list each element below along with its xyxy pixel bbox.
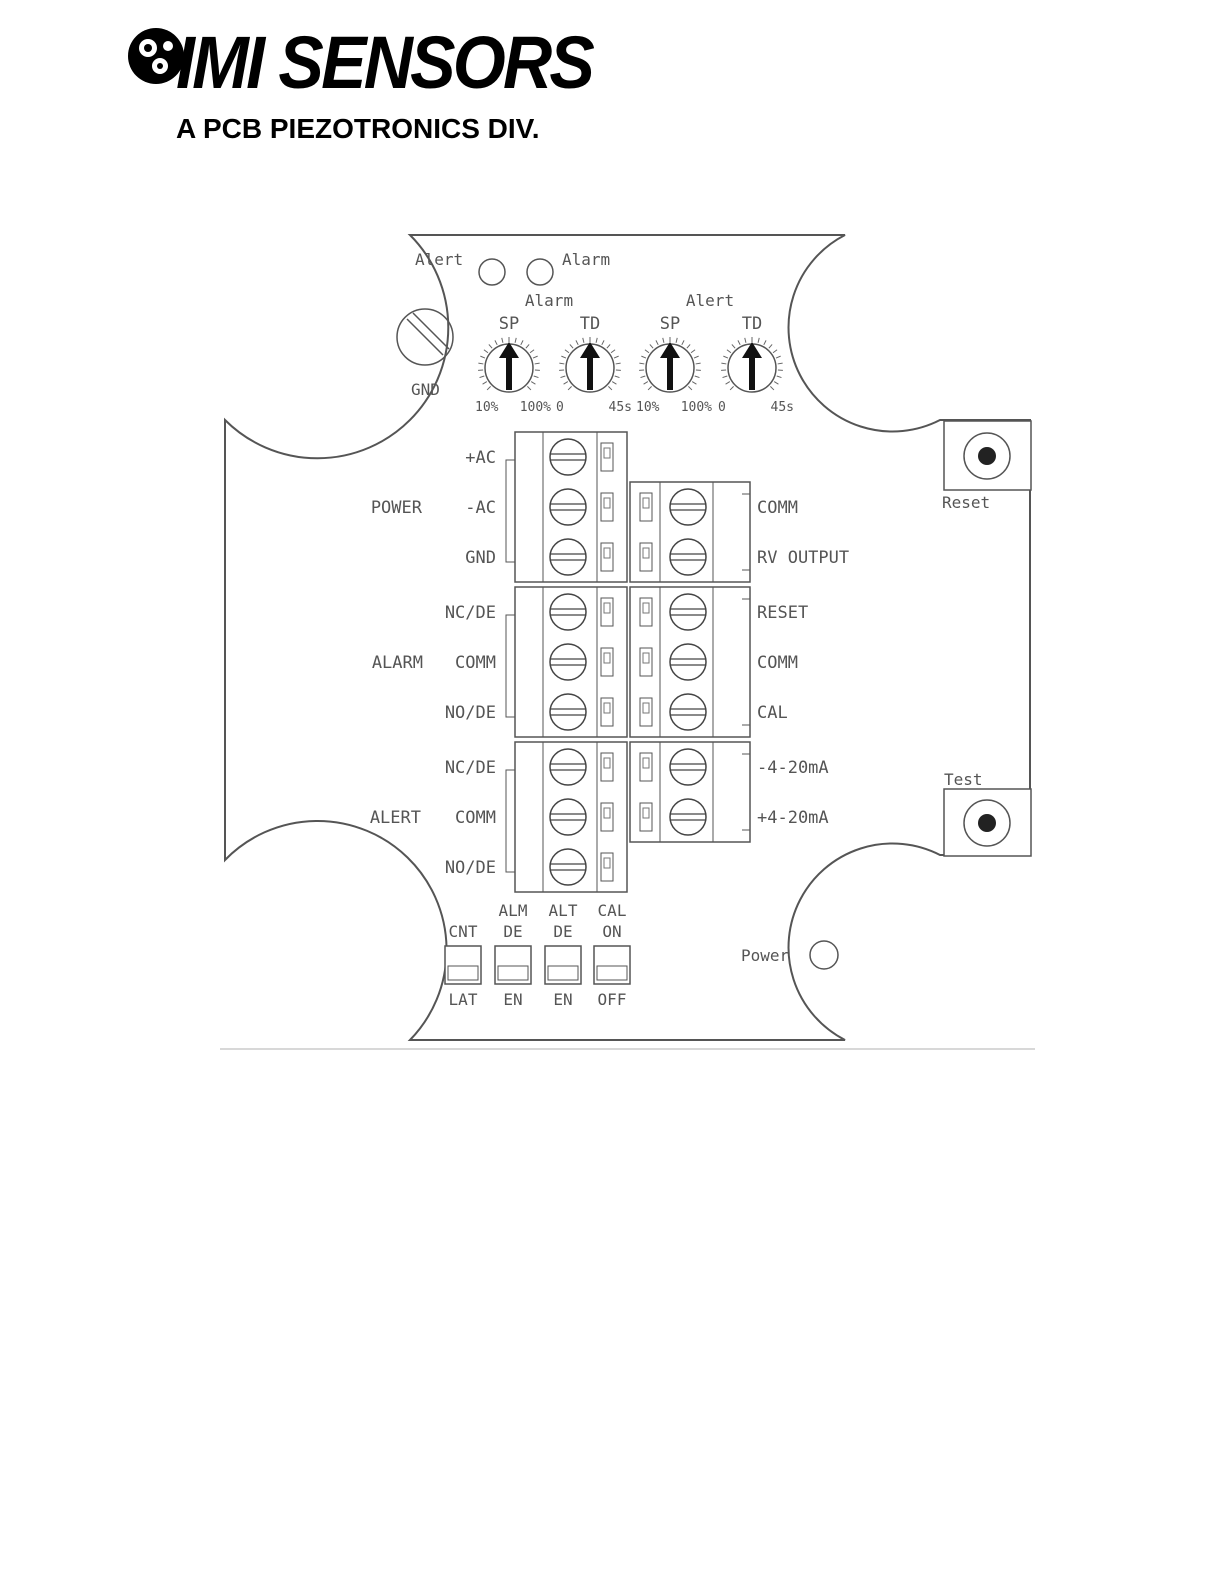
- terminal-screw[interactable]: [550, 539, 586, 575]
- terminal-label: COMM: [455, 808, 496, 828]
- dip-switch[interactable]: [594, 946, 630, 984]
- terminal-label: NO/DE: [445, 858, 496, 878]
- dial-max-label: 45s: [771, 400, 794, 415]
- terminal-label: NC/DE: [445, 758, 496, 778]
- terminal-screw[interactable]: [670, 799, 706, 835]
- terminal-label: -4-20mA: [757, 758, 829, 778]
- gnd-screw-icon: [397, 309, 453, 365]
- dial-label: TD: [580, 314, 600, 334]
- test-button[interactable]: [944, 789, 1031, 856]
- dip-switch-bottom-label: OFF: [598, 990, 627, 1009]
- dial-group-label: Alarm: [525, 291, 573, 310]
- reset-button[interactable]: [944, 421, 1031, 490]
- power-led-indicator: [810, 941, 838, 969]
- terminal-label: NC/DE: [445, 603, 496, 623]
- dial-label: SP: [499, 314, 519, 334]
- terminal-label: +AC: [465, 448, 496, 468]
- terminal-screw[interactable]: [550, 749, 586, 785]
- dip-switch-top-label: DE: [553, 922, 572, 941]
- terminal-label: -AC: [465, 498, 496, 518]
- dial-max-label: 45s: [609, 400, 632, 415]
- test-button-label: Test: [944, 770, 983, 789]
- dial-label: TD: [742, 314, 762, 334]
- terminal-screw[interactable]: [670, 694, 706, 730]
- terminal-screw[interactable]: [550, 849, 586, 885]
- dip-switch-top-label: ALT: [549, 901, 578, 920]
- reset-button-label: Reset: [942, 493, 990, 512]
- dip-switch-top-label: ALM: [499, 901, 528, 920]
- dial-max-label: 100%: [520, 400, 551, 415]
- terminal-label: RV OUTPUT: [757, 548, 849, 568]
- dip-switch[interactable]: [445, 946, 481, 984]
- terminal-label: NO/DE: [445, 703, 496, 723]
- dial-min-label: 10%: [475, 400, 499, 415]
- terminal-label: RESET: [757, 603, 808, 623]
- dip-switch-top-label: CAL: [598, 901, 627, 920]
- dial-group-label: Alert: [686, 291, 734, 310]
- terminal-label: COMM: [455, 653, 496, 673]
- terminal-screw[interactable]: [670, 644, 706, 680]
- terminal-group-label: ALARM: [372, 653, 423, 673]
- terminal-label: GND: [465, 548, 496, 568]
- terminal-group-label: ALERT: [370, 808, 421, 828]
- terminal-screw[interactable]: [550, 644, 586, 680]
- terminal-label: CAL: [757, 703, 788, 723]
- terminal-screw[interactable]: [670, 489, 706, 525]
- gnd-screw-label: GND: [411, 380, 440, 399]
- terminal-screw[interactable]: [550, 594, 586, 630]
- terminal-screw[interactable]: [670, 749, 706, 785]
- dial-min-label: 0: [556, 400, 564, 415]
- dip-switch[interactable]: [545, 946, 581, 984]
- dip-switch[interactable]: [495, 946, 531, 984]
- alarm-led-label: Alarm: [562, 250, 610, 269]
- terminal-screw[interactable]: [550, 694, 586, 730]
- terminal-screw[interactable]: [670, 539, 706, 575]
- terminal-screw[interactable]: [670, 594, 706, 630]
- dip-switch-bottom-label: LAT: [449, 990, 478, 1009]
- dial-max-label: 100%: [681, 400, 712, 415]
- dial-min-label: 10%: [636, 400, 660, 415]
- terminal-screw[interactable]: [550, 439, 586, 475]
- terminal-screw[interactable]: [550, 799, 586, 835]
- dip-switch-top-label: ON: [602, 922, 621, 941]
- power-led-label: Power: [741, 946, 790, 965]
- dial-min-label: 0: [718, 400, 726, 415]
- terminal-label: +4-20mA: [757, 808, 829, 828]
- terminal-label: COMM: [757, 653, 798, 673]
- dip-switch-bottom-label: EN: [553, 990, 572, 1009]
- terminal-label: COMM: [757, 498, 798, 518]
- terminal-group-label: POWER: [371, 498, 423, 518]
- dip-switch-top-label: DE: [503, 922, 522, 941]
- dip-switch-bottom-label: EN: [503, 990, 522, 1009]
- alert-led-label: Alert: [415, 250, 463, 269]
- terminal-screw[interactable]: [550, 489, 586, 525]
- dial-label: SP: [660, 314, 680, 334]
- dip-switch-top-label: CNT: [449, 922, 478, 941]
